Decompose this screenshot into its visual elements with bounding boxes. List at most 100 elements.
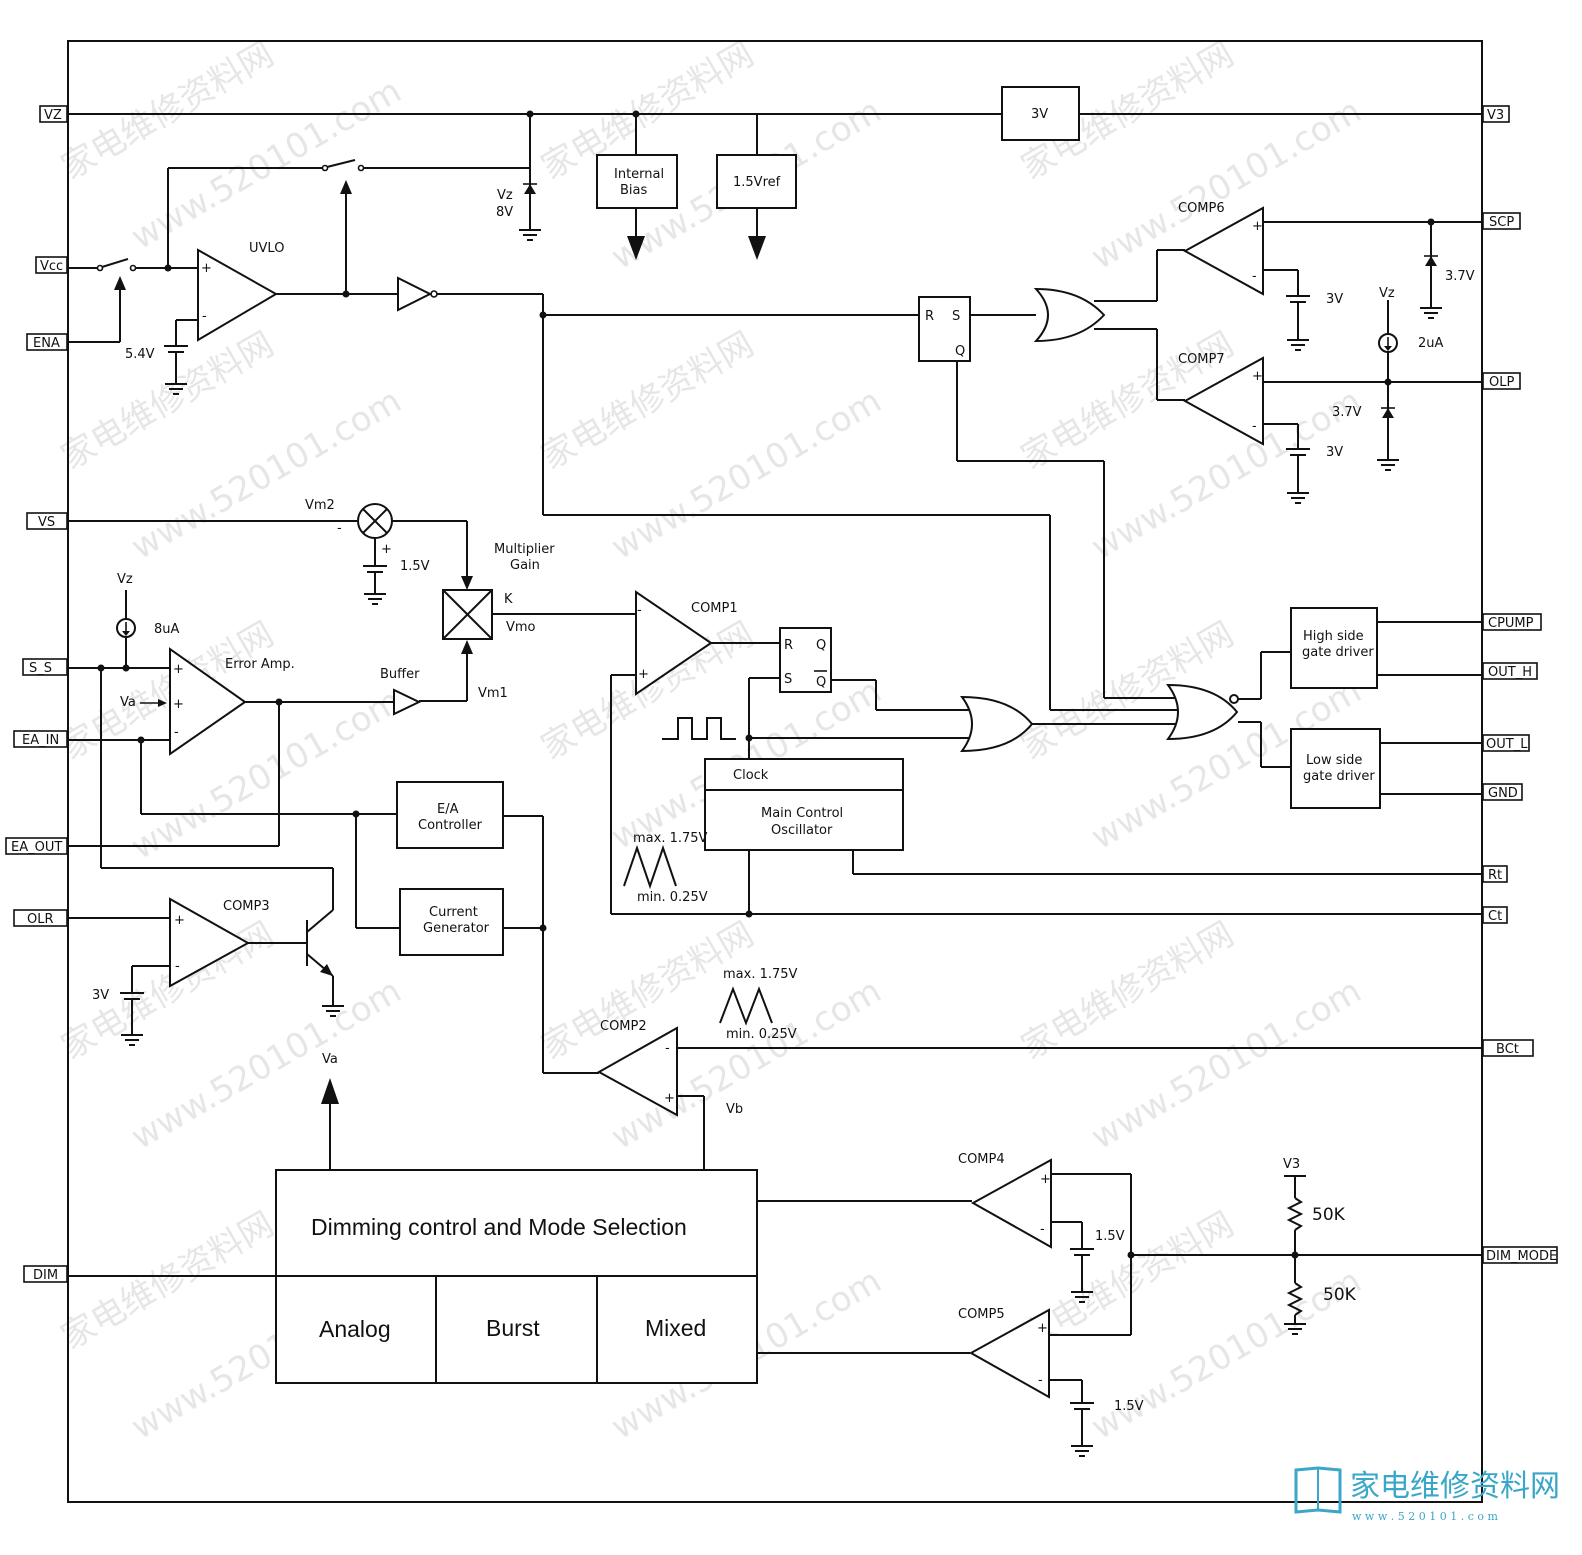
svg-text:max. 1.75V: max. 1.75V [723, 967, 798, 982]
svg-text:5.4V: 5.4V [125, 347, 155, 362]
ground-icon [1071, 1291, 1093, 1303]
svg-text:-: - [637, 603, 642, 618]
svg-text:Va: Va [322, 1052, 338, 1067]
svg-text:1.5V: 1.5V [1114, 1399, 1144, 1414]
svg-text:-: - [202, 309, 207, 324]
svg-text:+: + [201, 261, 212, 276]
ground-icon [1287, 339, 1309, 351]
arrow-down-icon [748, 236, 766, 260]
svg-text:-: - [175, 959, 180, 974]
ramp-waveform-icon [623, 844, 677, 890]
pin-ss-label: S_S [29, 661, 52, 676]
svg-text:COMP1: COMP1 [691, 601, 738, 616]
svg-text:gate driver: gate driver [1302, 645, 1374, 660]
svg-text:S: S [784, 672, 792, 687]
chip-outline [67, 40, 1483, 1503]
low-side-driver-block [1290, 728, 1381, 809]
pin-cpump-label: CPUMP [1488, 616, 1534, 631]
svg-text:V3: V3 [1283, 1157, 1300, 1172]
site-logo: 家电维修资料网 w w w . 5 2 0 1 0 1 . c o m [1294, 1466, 1560, 1523]
watermark-cn: 家电维修资料网 [535, 324, 761, 478]
watermark-cn: 家电维修资料网 [55, 324, 281, 478]
pin-vcc [35, 256, 68, 274]
zener-icon [1425, 256, 1437, 266]
pin-out-h [1482, 662, 1538, 680]
ground-icon [1071, 1445, 1093, 1457]
svg-text:3.7V: 3.7V [1332, 405, 1362, 420]
svg-text:-: - [337, 521, 342, 536]
ground-icon [165, 383, 187, 395]
svg-text:-: - [1038, 1373, 1043, 1388]
or-gate-protect [1033, 287, 1106, 343]
comp3-comparator [169, 897, 251, 988]
svg-text:3V: 3V [92, 988, 109, 1003]
watermark-cn: 家电维修资料网 [55, 614, 281, 768]
svg-text:Vmo: Vmo [506, 620, 536, 635]
pin-vz-label: VZ [44, 108, 62, 123]
svg-text:Q: Q [955, 344, 965, 359]
svg-text:+: + [174, 913, 185, 928]
ground-icon [364, 593, 386, 605]
svg-text:Vz: Vz [1379, 286, 1395, 301]
ea-controller-block [396, 781, 504, 849]
svg-text:+: + [173, 697, 184, 712]
svg-text:-: - [1252, 419, 1257, 434]
or-gate-pwm [960, 695, 1034, 753]
comp2-section: - + COMP2 max. 1.75V min. 0.25V Vb Va [321, 967, 1483, 1170]
svg-text:3.7V: 3.7V [1445, 269, 1475, 284]
svg-text:Error Amp.: Error Amp. [225, 657, 295, 672]
svg-text:-: - [1252, 269, 1257, 284]
svg-text:Main Control: Main Control [761, 806, 843, 821]
watermark-cn: 家电维修资料网 [55, 1204, 281, 1358]
svg-text:3V: 3V [1326, 445, 1343, 460]
svg-text:COMP4: COMP4 [958, 1152, 1005, 1167]
watermark-cn: 家电维修资料网 [1015, 914, 1241, 1068]
pin-out-h-label: OUT_H [1488, 665, 1532, 680]
ground-icon [121, 1034, 143, 1046]
svg-text:+: + [1037, 1321, 1048, 1336]
svg-text:Vz: Vz [497, 188, 513, 203]
ref-3v-label: 3V [1031, 107, 1048, 122]
pin-olp-label: OLP [1489, 375, 1514, 390]
comp1-comparator [635, 590, 713, 696]
pin-dim [23, 1265, 68, 1283]
svg-text:50K: 50K [1323, 1285, 1357, 1305]
oscillator-block [704, 758, 904, 851]
svg-text:Oscillator: Oscillator [771, 823, 833, 838]
rs-latch [918, 296, 971, 362]
svg-text:min. 0.25V: min. 0.25V [637, 890, 708, 905]
pin-scp-label: SCP [1489, 215, 1514, 230]
pin-dim-mode-label: DIM_MODE [1486, 1249, 1557, 1264]
svg-text:Q: Q [816, 675, 826, 690]
svg-text:8uA: 8uA [154, 622, 180, 637]
svg-text:+: + [1252, 219, 1263, 234]
pin-ea-out-label: EA_OUT [11, 840, 62, 855]
svg-text:-: - [665, 1041, 670, 1056]
svg-text:+: + [381, 542, 392, 557]
zener-icon [1382, 408, 1394, 418]
pin-ct-label: Ct [1488, 909, 1502, 924]
ref-3v-block [1001, 86, 1080, 141]
arrow-up-icon [461, 640, 473, 654]
svg-text:High side: High side [1303, 629, 1364, 644]
svg-text:Vb: Vb [726, 1102, 743, 1117]
svg-text:Vz: Vz [117, 572, 133, 587]
svg-text:50K: 50K [1312, 1205, 1346, 1225]
pin-vs-label: VS [38, 515, 55, 530]
pin-olr-label: OLR [27, 912, 54, 927]
mode-analog: Analog [319, 1316, 391, 1342]
svg-text:R: R [925, 309, 934, 324]
svg-text:Controller: Controller [418, 818, 483, 833]
ramp-waveform-icon [719, 986, 773, 1026]
switch-icon [326, 159, 356, 168]
error-amp-section: Vz 8uA + + - Error Amp. Va E/A Controlle… [67, 572, 599, 1074]
multiplier-section: Vm2 - + 1.5V Multiplier Gain K Vmo Vm1 B… [67, 498, 636, 716]
pin-v3-label: V3 [1487, 108, 1504, 123]
pin-gnd [1482, 783, 1523, 801]
mode-burst: Burst [486, 1315, 540, 1341]
svg-text:1.5Vref: 1.5Vref [733, 175, 781, 190]
svg-text:S: S [952, 309, 960, 324]
uvlo-comparator [197, 248, 279, 342]
svg-text:Internal: Internal [614, 167, 664, 182]
